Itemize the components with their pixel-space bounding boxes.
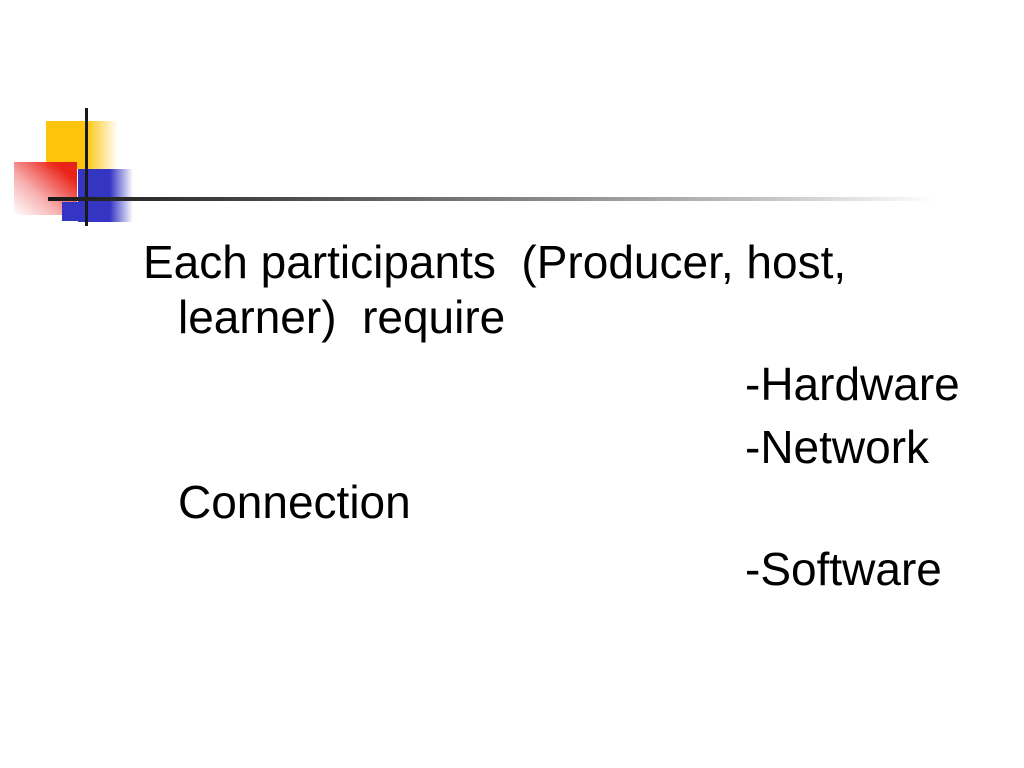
decoration-blue-square-notch	[62, 202, 78, 221]
decoration-yellow-square	[46, 121, 118, 169]
body-text-line-connection: Connection	[178, 476, 411, 528]
body-text-item-network: -Network	[745, 421, 930, 473]
decoration-horizontal-rule	[48, 197, 954, 201]
body-text-line-each-participants: Each participants (Producer, host,	[143, 236, 847, 288]
decoration-vertical-line	[85, 108, 88, 226]
body-text-item-hardware: -Hardware	[745, 358, 960, 410]
body-text-item-software: -Software	[745, 543, 942, 595]
body-text-line-learner-require: learner) require	[178, 291, 506, 343]
